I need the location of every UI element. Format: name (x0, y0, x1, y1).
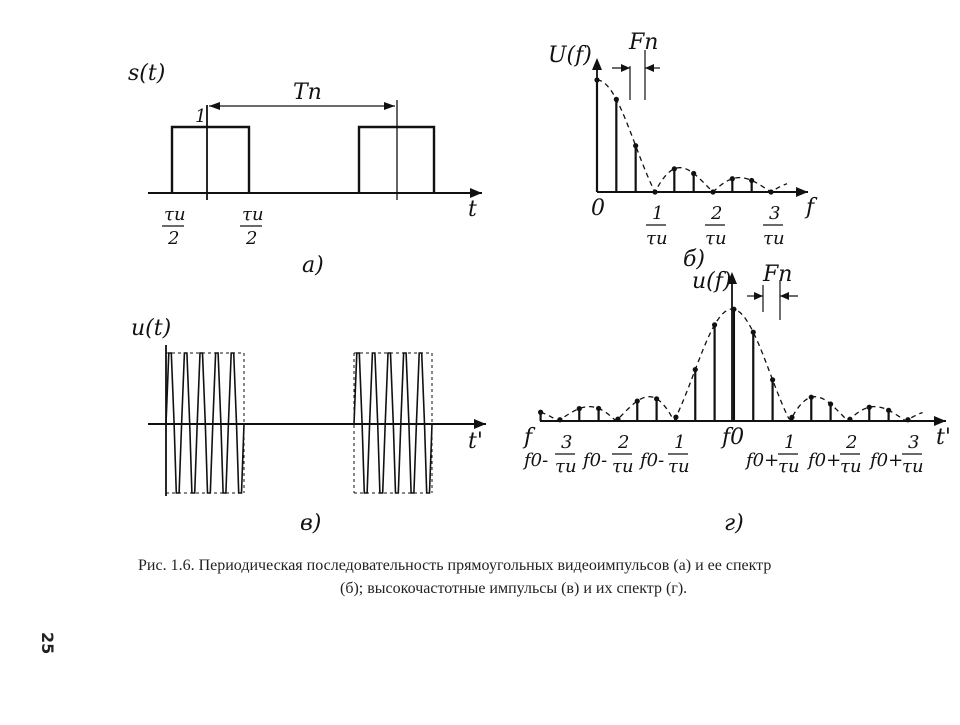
panel-c (148, 345, 486, 496)
panel-d-y-label: u(f) (692, 269, 731, 294)
figure-caption-line-1: Рис. 1.6. Периодическая последовательнос… (138, 557, 771, 574)
panel-b-spectrum-lines (594, 77, 774, 195)
panel-b-axis-arrow (796, 187, 808, 197)
panel-b-origin-label: 0 (591, 196, 605, 221)
panel-d-line-tip (905, 417, 911, 423)
panel-a (148, 100, 482, 227)
panel-c-rf-burst-1 (165, 352, 245, 494)
panel-a-x-label: t (468, 197, 477, 222)
panel-d-tick-2-prefix: f0- (581, 450, 607, 471)
panel-a-y-label: s(t) (128, 61, 165, 86)
panel-d-spectrum-lines (538, 306, 911, 423)
panel-a-tick-right-num: τи (242, 204, 264, 225)
panel-a-tick-right-den: 2 (245, 228, 257, 249)
panel-b-sinc-envelope (596, 79, 788, 194)
panel-d-tick-3-prefix: f0- (638, 450, 664, 471)
panel-d-tick-4-num: 1 (784, 432, 795, 453)
panel-a-pulse-1 (170, 125, 251, 193)
panel-b-tick-1-den: τи (646, 228, 668, 249)
panel-d-tick-3-num: 1 (674, 432, 685, 453)
panel-d-spacing-label: Fп (762, 262, 792, 287)
panel-d-sinc-envelope (540, 308, 923, 422)
panel-b-label: б) (683, 247, 705, 272)
panel-b-line-tip (749, 177, 755, 184)
panel-d (538, 272, 946, 455)
panel-d-label: г) (724, 511, 744, 536)
panel-c-label: в) (300, 511, 321, 536)
figure-caption-line-2: (б); высокочастотные импульсы (в) и их с… (340, 580, 687, 597)
panel-d-x-label: t' (936, 425, 951, 450)
panel-d-tick-1-prefix: f0- (522, 450, 548, 471)
panel-d-tick-1-den: τи (555, 456, 577, 477)
panel-d-tick-4-prefix: f0+ (744, 450, 779, 471)
panel-b-tick-1-num: 1 (652, 203, 663, 224)
panel-d-tick-1-num: 3 (561, 432, 572, 453)
panel-b-x-label: f (804, 195, 818, 220)
panel-d-tick-5-num: 2 (845, 432, 857, 453)
panel-c-rf-burst-2 (353, 352, 433, 494)
panel-a-label: а) (302, 253, 324, 278)
panel-a-tick-left-num: τи (164, 204, 186, 225)
panel-d-tick-6-prefix: f0+ (868, 450, 903, 471)
panel-b-tick-3-den: τи (763, 228, 785, 249)
panel-d-tick-6-num: 3 (908, 432, 919, 453)
panel-a-period-label: Tп (293, 80, 322, 105)
panel-d-tick-5-den: τи (840, 456, 862, 477)
panel-a-tick-left-den: 2 (167, 228, 179, 249)
panel-d-tick-5-prefix: f0+ (806, 450, 841, 471)
panel-d-tick-6-den: τи (902, 456, 924, 477)
panel-d-line-tip (770, 377, 776, 383)
panel-b-tick-2-num: 2 (710, 203, 722, 224)
panel-b (592, 50, 808, 226)
panel-d-f-label: f (522, 425, 536, 450)
panel-d-line-tip (576, 406, 582, 412)
panel-b-line-tip (729, 176, 735, 182)
panel-a-axis-arrow (470, 188, 482, 198)
panel-c-y-label: u(t) (131, 316, 171, 341)
panel-b-tick-2-den: τи (705, 228, 727, 249)
panel-a-level-label: 1 (195, 106, 206, 127)
panel-b-spacing-label: Fп (628, 30, 658, 55)
panel-c-x-label: t' (468, 429, 483, 454)
panel-d-tick-4-den: τи (778, 456, 800, 477)
panel-d-line-tip (866, 404, 872, 410)
panel-b-line-tip (633, 143, 639, 149)
panel-d-line-tip (750, 329, 756, 335)
panel-d-tick-3-den: τи (668, 456, 690, 477)
panel-b-y-label: U(f) (548, 43, 592, 68)
panel-d-center-label: f0 (720, 425, 744, 450)
panel-d-tick-2-den: τи (612, 456, 634, 477)
panel-d-tick-2-num: 2 (617, 432, 629, 453)
panel-b-line-tip (671, 166, 677, 172)
panel-b-tick-3-num: 3 (769, 203, 780, 224)
page-number: 25 (38, 632, 57, 654)
